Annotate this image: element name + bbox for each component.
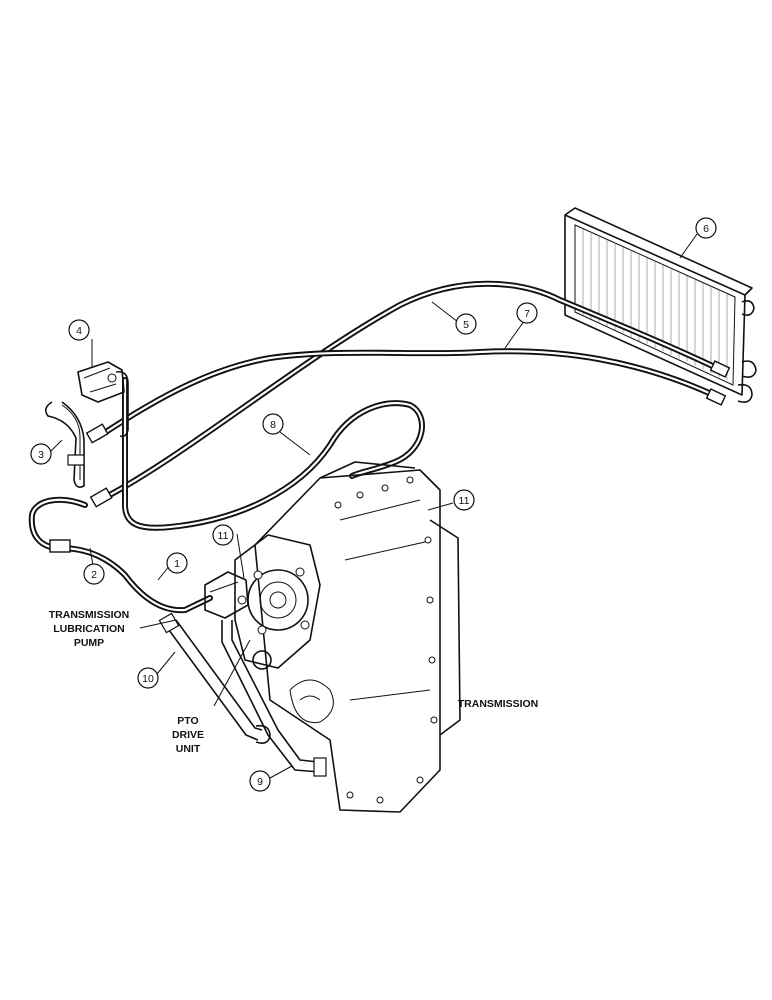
hose-8 [122, 377, 425, 531]
callout-2-label: 2 [91, 569, 97, 581]
callout-6-label: 6 [703, 223, 709, 235]
tube-10 [158, 612, 271, 744]
callout-7-label: 7 [524, 308, 530, 320]
callout-5-label: 5 [463, 319, 469, 331]
hose-7 [95, 348, 723, 440]
callout-11-left: 11 [212, 524, 234, 546]
pto-label-line-1: PTO [177, 715, 198, 727]
pump-label-line-1: TRANSMISSION [49, 609, 130, 621]
pto-label-line-2: DRIVE [172, 729, 204, 741]
pto-label-line-3: UNIT [176, 743, 201, 755]
callout-11-right: 11 [453, 489, 475, 511]
pump-label-line-3: PUMP [74, 637, 104, 649]
pto-drive-unit [234, 534, 321, 670]
callout-11-left-label: 11 [218, 530, 229, 542]
callout-6: 6 [695, 217, 717, 239]
pump-label-line-2: LUBRICATION [53, 623, 125, 635]
hose-fittings [49, 360, 731, 553]
oil-cooler [564, 207, 757, 403]
callout-4-label: 4 [76, 325, 82, 337]
callout-3: 3 [30, 443, 52, 465]
callout-8-label: 8 [270, 419, 276, 431]
pto-label: PTO DRIVE UNIT [172, 715, 204, 755]
callout-7: 7 [516, 302, 538, 324]
callout-10-label: 10 [142, 673, 154, 685]
callout-8: 8 [262, 413, 284, 435]
transmission-body [254, 461, 461, 813]
callout-9-label: 9 [257, 776, 263, 788]
callout-5: 5 [455, 313, 477, 335]
transmission-label: TRANSMISSION [458, 698, 539, 710]
callout-4: 4 [68, 319, 90, 341]
callout-1-label: 1 [174, 558, 180, 570]
tube-3 [44, 401, 85, 488]
callout-3-label: 3 [38, 449, 44, 461]
pump-label: TRANSMISSION LUBRICATION PUMP [49, 609, 130, 649]
callout-9: 9 [249, 770, 271, 792]
lubrication-pump [204, 571, 249, 619]
callout-11-right-label: 11 [459, 495, 470, 507]
callout-1: 1 [166, 552, 188, 574]
callout-2: 2 [83, 563, 105, 585]
hose-5 [97, 280, 728, 503]
callout-10: 10 [137, 667, 159, 689]
bypass-valve [77, 361, 129, 438]
tube-9 [221, 620, 327, 777]
